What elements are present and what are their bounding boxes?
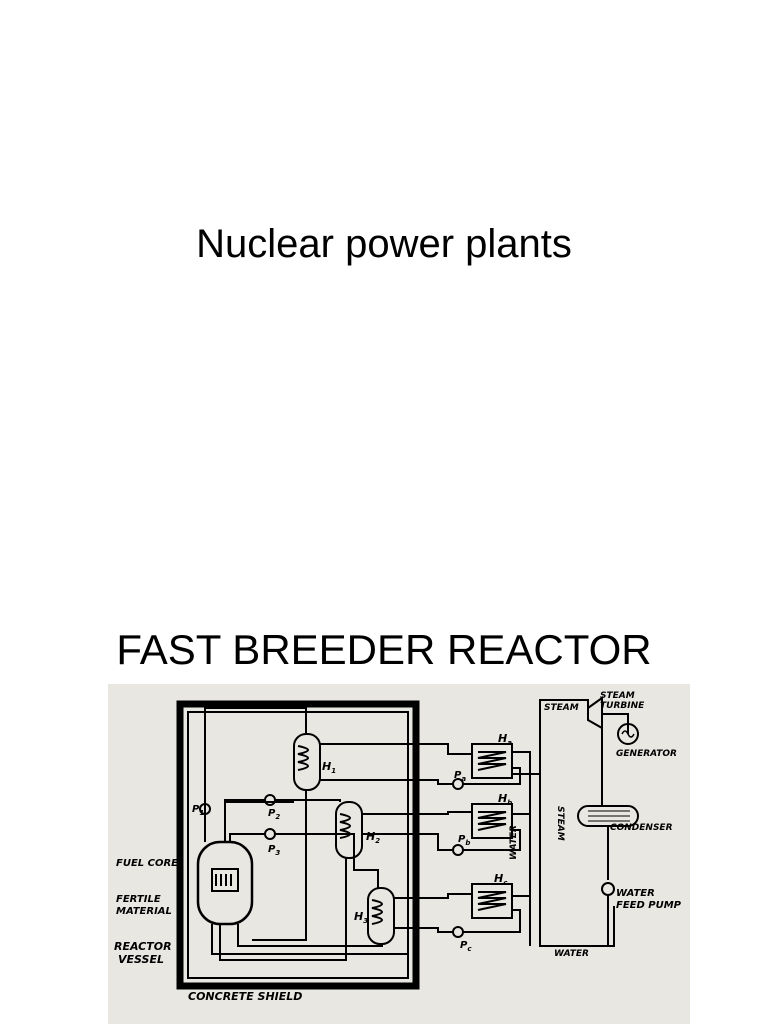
label-p1: P1 [192, 804, 204, 817]
concrete-shield [176, 700, 420, 990]
label-p2: P2 [268, 808, 280, 821]
slide-title-fast-breeder-reactor: FAST BREEDER REACTOR [116, 626, 652, 673]
label-p3: P3 [268, 844, 280, 857]
label-concrete-shield: CONCRETE SHIELD [188, 990, 302, 1003]
label-pc: Pc [460, 940, 472, 953]
label-hb: Hb [498, 792, 512, 807]
label-hc: Hc [494, 872, 508, 887]
water-feed-pump [601, 882, 615, 896]
label-h3: H3 [354, 910, 368, 925]
label-condenser: CONDENSER [610, 823, 673, 833]
pump-p2 [264, 794, 276, 806]
label-generator: GENERATOR [616, 749, 677, 759]
heat-exchanger-hc [471, 883, 513, 919]
label-h2: H2 [366, 830, 380, 845]
label-pb: Pb [458, 834, 470, 847]
slide-title-nuclear-power-plants: Nuclear power plants [196, 222, 572, 266]
label-water-vertical: WATER [509, 825, 519, 860]
fast-breeder-reactor-diagram: FUEL CORE FERTILE MATERIAL REACTOR VESSE… [108, 684, 690, 1024]
heat-exchanger-ha [471, 743, 513, 779]
label-h1: H1 [322, 760, 336, 775]
pump-p3 [264, 828, 276, 840]
label-reactor-vessel-line2: VESSEL [118, 953, 164, 966]
label-steam-top: STEAM [544, 703, 579, 713]
label-steam-turbine-line2: TURBINE [600, 701, 645, 711]
label-steam-vertical: STEAM [555, 806, 565, 841]
label-fuel-core: FUEL CORE [116, 858, 178, 869]
label-water-feed-pump-line1: WATER [616, 888, 655, 899]
label-steam-turbine-line1: STEAM [600, 691, 635, 701]
pump-pb [452, 844, 464, 856]
pump-pc [452, 926, 464, 938]
heat-exchanger-h1 [293, 733, 321, 791]
label-fertile-material-line1: FERTILE [116, 894, 161, 905]
label-pa: Pa [454, 770, 466, 783]
label-reactor-vessel-line1: REACTOR [114, 940, 172, 953]
label-fertile-material-line2: MATERIAL [116, 906, 172, 917]
label-water-bottom: WATER [554, 949, 589, 959]
generator [617, 723, 639, 745]
label-ha: Ha [498, 732, 512, 747]
heat-exchanger-h2 [335, 801, 363, 859]
label-water-feed-pump-line2: FEED PUMP [616, 900, 682, 911]
heat-exchanger-h3 [367, 887, 395, 945]
heat-exchanger-hb [471, 803, 513, 839]
